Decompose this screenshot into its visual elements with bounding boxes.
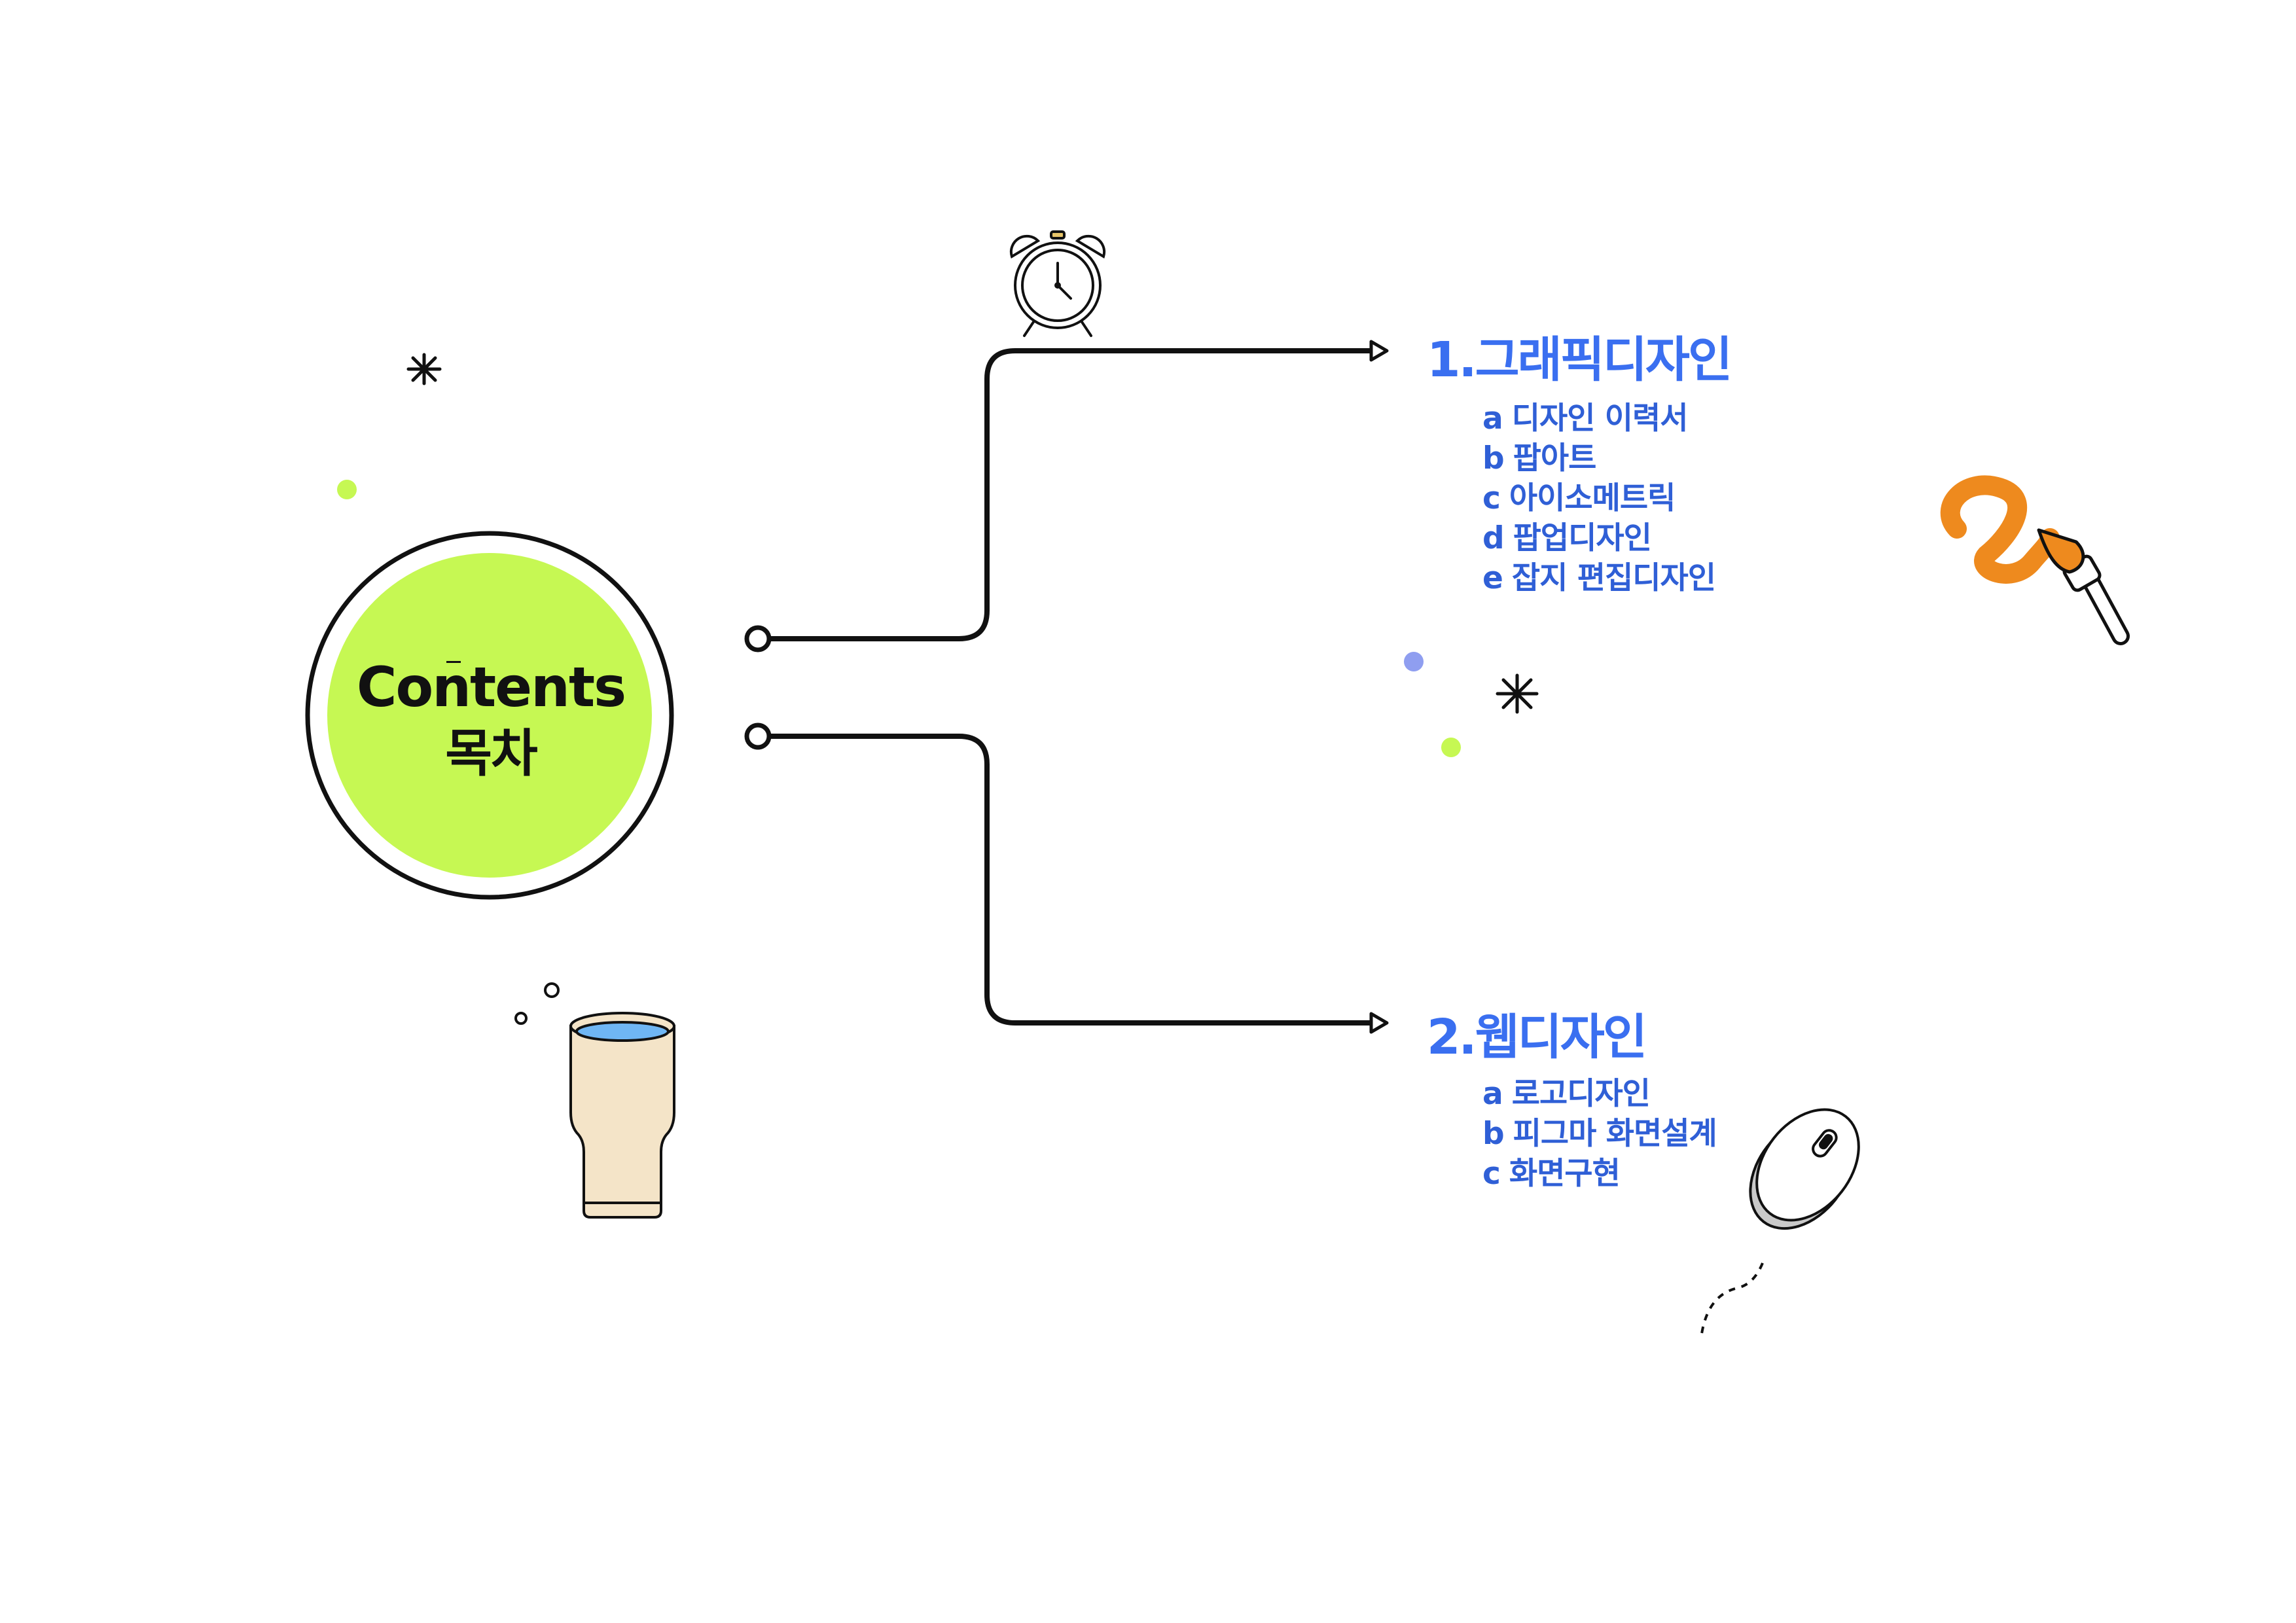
hub-node [305,531,674,900]
paintbrush-icon [1940,475,2130,645]
decor-dot-green [1441,738,1461,757]
decor-dot-green [337,480,357,499]
connector-lines [764,348,1380,1026]
decor-dot-purple [1404,652,1424,671]
connector-top [764,348,1380,641]
hub-title-ko: 목차 [445,724,538,783]
connector-start-ring-bottom [744,722,772,750]
computer-mouse-icon [1700,1108,1860,1334]
cup-icon [514,982,675,1219]
connector-start-ring-top [744,625,772,652]
sparkle-icon-left [406,353,442,385]
alarm-clock-icon [1009,230,1106,337]
connector-bottom [764,734,1380,1026]
arrowhead-top [1369,340,1389,362]
arrowhead-bottom [1369,1012,1389,1034]
section-title-web-design: 2.웹디자인 [1427,1009,1647,1065]
sparkle-icon-right [1496,673,1539,714]
section-title-graphic-design: 1.그래픽디자인 [1427,332,1732,388]
hub-title-en: Contents [356,655,626,719]
